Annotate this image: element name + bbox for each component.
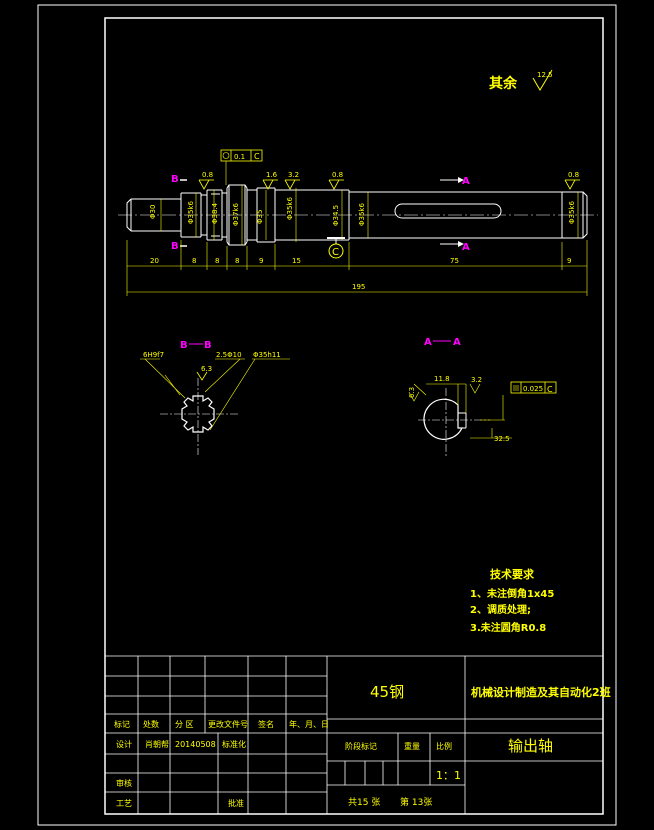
- bb-title-b1: B: [180, 340, 188, 351]
- aa-ra-right: 3.2: [471, 376, 482, 384]
- tech-note-3: 3.未注圆角R0.8: [470, 621, 546, 634]
- roughness-symbol: [532, 69, 553, 91]
- aa-sym-datum: C: [547, 385, 553, 394]
- dia-1: Φ30: [149, 205, 157, 219]
- section-b-bottom: B: [171, 241, 179, 252]
- section-a-bottom: A: [462, 242, 470, 253]
- outer-border: [37, 4, 617, 826]
- inner-border: [104, 17, 604, 815]
- dia-2: Φ35k6: [187, 201, 195, 224]
- dia-9: Φ35k6: [568, 201, 576, 224]
- tech-note-2: 2、调质处理;: [470, 603, 531, 616]
- tb-h-zone: 分 区: [175, 720, 194, 729]
- aa-depth: 32.5: [494, 435, 510, 443]
- tb-part-name: 输出轴: [508, 737, 553, 755]
- aa-title-a2: A: [453, 337, 461, 348]
- tb-r-review: 审核: [116, 778, 132, 788]
- tech-note-1: 1、未注倒角1x45: [470, 587, 554, 600]
- dim-6: 15: [292, 257, 301, 265]
- tb-h-date: 年、月、日: [289, 719, 329, 729]
- aa-key-width: 11.8: [434, 375, 450, 383]
- tb-h-weight: 重量: [404, 741, 420, 751]
- dim-7: 75: [450, 257, 459, 265]
- ra-4: 0.8: [332, 171, 343, 179]
- tb-h-stage: 阶段标记: [345, 741, 377, 751]
- bb-leaders: [140, 358, 290, 431]
- tb-material: 45钢: [370, 683, 404, 701]
- tb-design-date: 20140508: [175, 740, 216, 749]
- dim-total: 195: [352, 283, 365, 291]
- datum-c: C: [327, 237, 345, 259]
- rest-roughness-value: 12.5: [537, 71, 553, 79]
- title-block: [105, 655, 603, 814]
- tech-notes: 技术要求 1、未注倒角1x45 2、调质处理; 3.未注圆角R0.8: [470, 567, 554, 634]
- shaft-roughness: [198, 179, 580, 190]
- rest-roughness: 其余 12.5: [489, 69, 553, 92]
- rest-roughness-label: 其余: [489, 75, 518, 92]
- dia-4: Φ37k6: [232, 203, 240, 226]
- tb-h-sign: 签名: [258, 719, 274, 729]
- keyway-section: [423, 398, 463, 440]
- length-dimensions: [126, 240, 588, 296]
- tb-h-approve: 批准: [228, 798, 244, 808]
- tb-sheet-no: 第 13张: [400, 796, 432, 808]
- shaft-roughness-values: 0.8 1.6 3.2 0.8 0.8: [202, 171, 579, 179]
- ra-5: 0.8: [568, 171, 579, 179]
- section-aa: A A 11.8 6.3 3.2 0.025 C 32: [408, 337, 557, 458]
- aa-dims: [408, 383, 512, 439]
- dim-5: 9: [259, 257, 263, 265]
- bb-ra: 6.3: [201, 365, 212, 373]
- aa-title-a1: A: [424, 337, 432, 348]
- diameter-labels: Φ30 Φ35k6 Φ38.4 Φ37k6 Φ35 Φ35k6 Φ34.5 Φ3…: [149, 197, 576, 226]
- runout-value: 0.1: [234, 153, 245, 161]
- length-dim-values: 20 8 8 8 9 15 75 9 195: [150, 257, 571, 291]
- bb-chamfer: 2.5Φ10: [216, 351, 242, 359]
- tb-h-mark: 标记: [114, 719, 130, 729]
- spline-profile: [181, 395, 215, 433]
- diameter-dim-lines: [160, 185, 579, 245]
- bb-title-b2: B: [204, 340, 212, 351]
- shaft-outline: [126, 184, 588, 246]
- dim-8: 9: [567, 257, 571, 265]
- tb-scale: 1：1: [436, 769, 461, 782]
- bb-fit: 6H9f7: [143, 351, 164, 359]
- tb-course: 机械设计制造及其自动化2班: [471, 685, 611, 699]
- section-markers: B B A A: [171, 174, 470, 253]
- dia-5: Φ35: [256, 210, 264, 224]
- ra-3: 3.2: [288, 171, 299, 179]
- dim-1: 20: [150, 257, 159, 265]
- aa-ra-left: 6.3: [408, 387, 416, 398]
- ra-1: 0.8: [202, 171, 213, 179]
- tb-designer: 肖朝帮: [145, 739, 169, 749]
- tb-h-docno: 更改文件号: [208, 719, 248, 729]
- tb-h-scale: 比例: [436, 741, 452, 751]
- dim-4: 8: [235, 257, 239, 265]
- runout-datum: C: [254, 152, 260, 161]
- tech-notes-title: 技术要求: [490, 567, 535, 581]
- dia-3: Φ38.4: [211, 202, 219, 224]
- datum-c-letter: C: [332, 247, 339, 258]
- tb-h-count: 处数: [143, 719, 159, 729]
- runout-frame: 0.1 C: [220, 149, 263, 185]
- dim-2: 8: [192, 257, 196, 265]
- section-a-top: A: [462, 176, 470, 187]
- dim-3: 8: [215, 257, 219, 265]
- dia-6: Φ35k6: [286, 197, 294, 220]
- bb-spline: Φ35h11: [253, 351, 281, 359]
- section-bb: B B 6H9f7 2.5Φ10 Φ35h11 6.3: [140, 340, 290, 455]
- dia-8: Φ35k6: [358, 203, 366, 226]
- ra-2: 1.6: [266, 171, 278, 179]
- title-block-text: 45钢 机械设计制造及其自动化2班 输出轴 1：1 共15 张 第 13张 标记…: [114, 683, 611, 808]
- tb-r-design: 设计: [116, 739, 132, 749]
- section-b-top: B: [171, 174, 179, 185]
- tb-h-std: 标准化: [222, 739, 246, 749]
- tb-total-sheets: 共15 张: [348, 797, 380, 808]
- dia-7: Φ34.5: [332, 205, 340, 226]
- aa-sym-tol: 0.025: [523, 385, 543, 393]
- tb-r-process: 工艺: [116, 799, 132, 808]
